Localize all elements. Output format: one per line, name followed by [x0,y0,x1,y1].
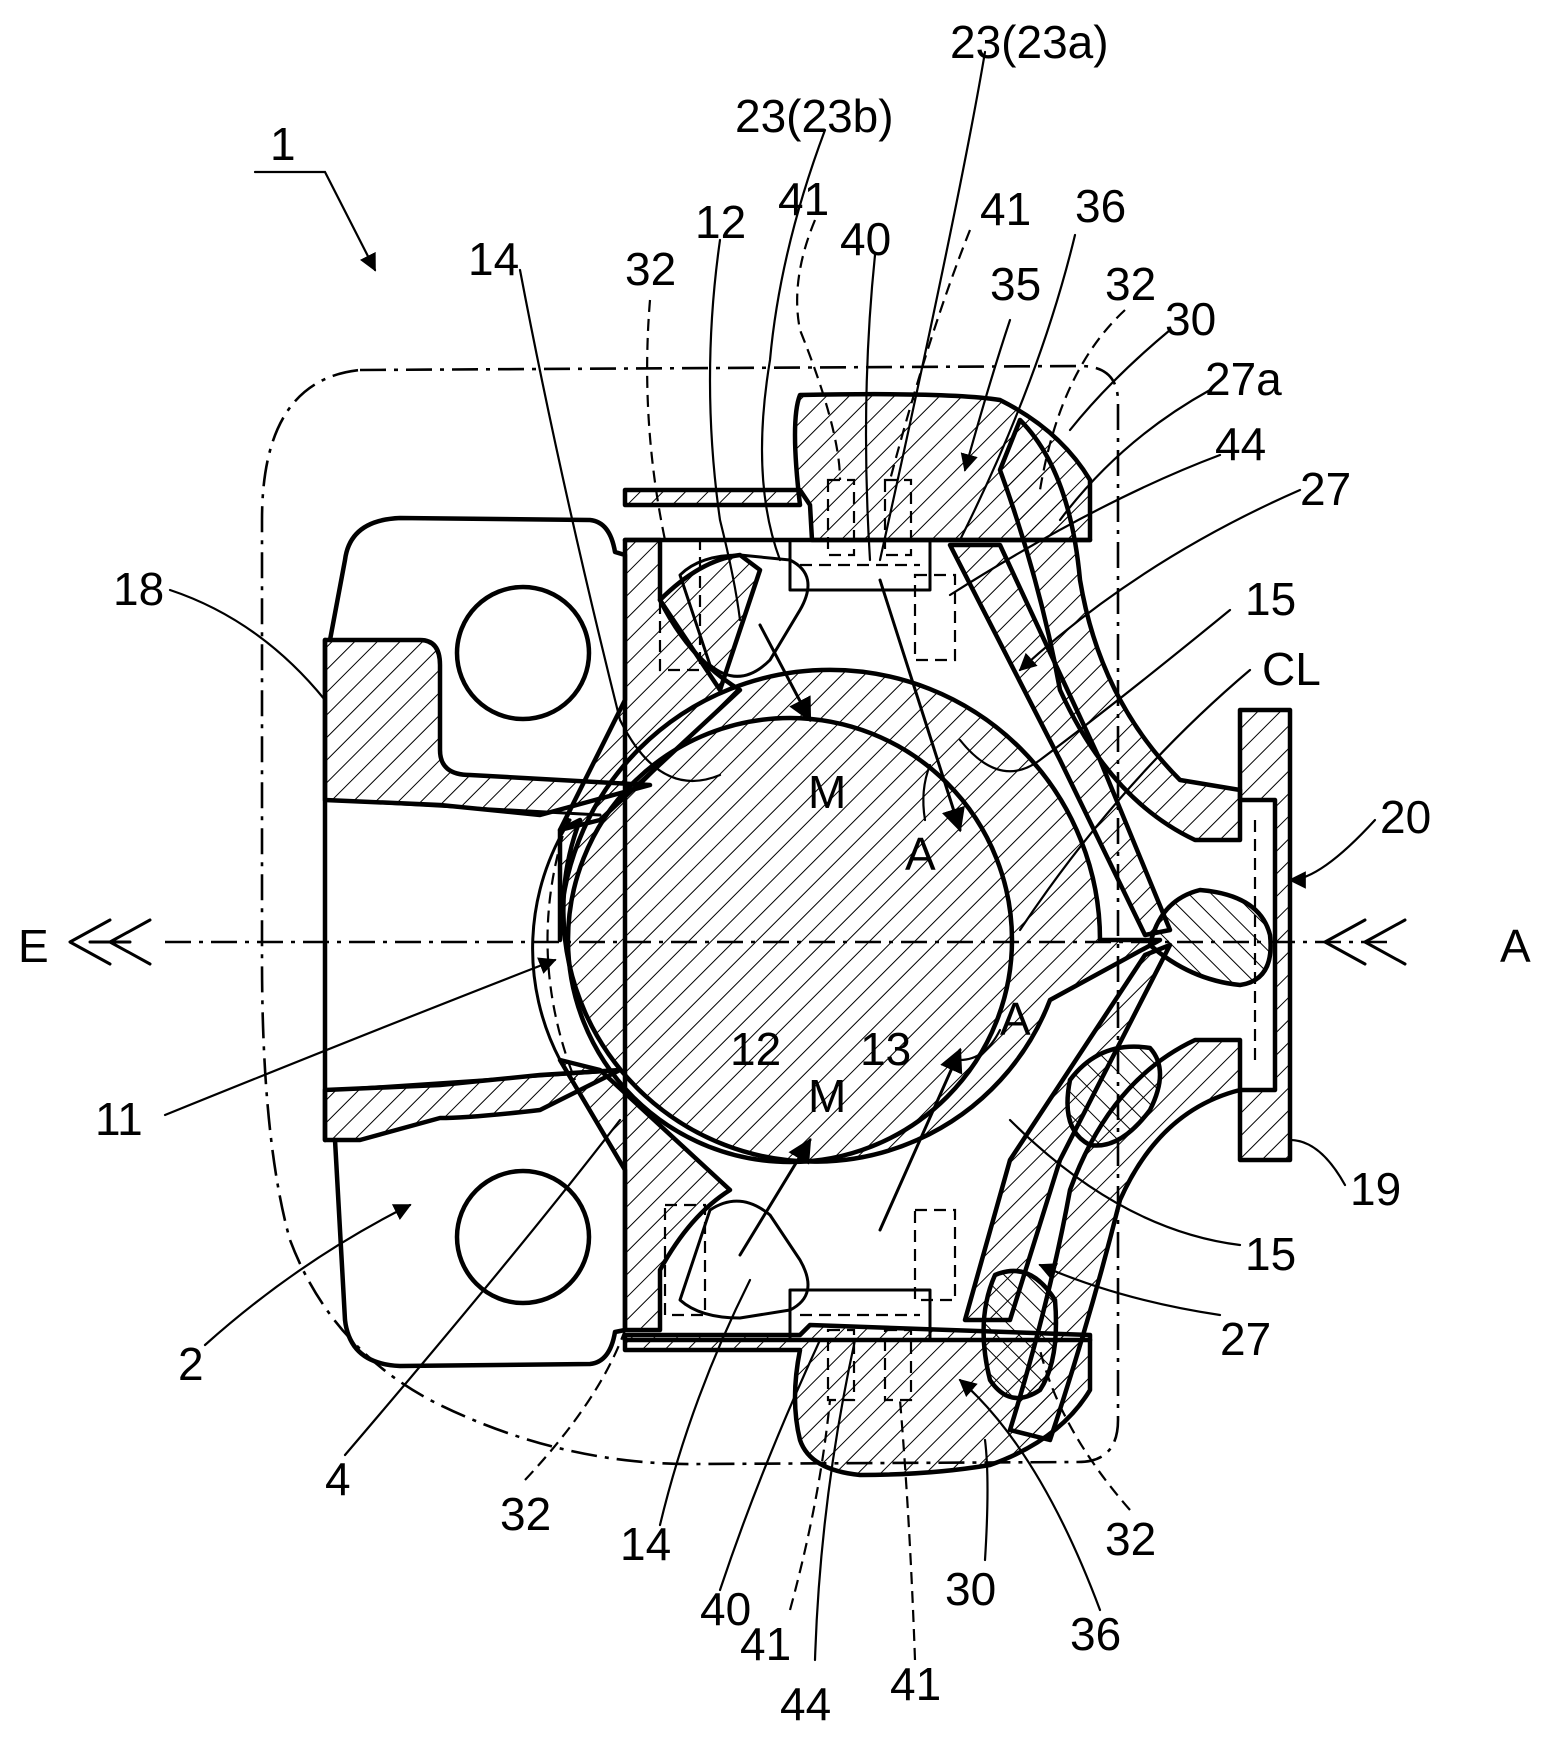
label-36-top: 36 [1075,180,1126,232]
label-13: 13 [860,1023,911,1075]
label-32-tl: 32 [625,243,676,295]
leader-20 [1290,820,1375,880]
label-4: 4 [325,1453,351,1505]
label-27-bot: 27 [1220,1313,1271,1365]
label-20: 20 [1380,791,1431,843]
housing-lower [625,1325,1090,1475]
label-32-bl: 32 [500,1488,551,1540]
label-2: 2 [178,1338,204,1390]
label-44-top: 44 [1215,418,1266,470]
label-27a: 27a [1205,353,1282,405]
hidden-bolt-br [915,1210,955,1300]
label-30-bot: 30 [945,1563,996,1615]
label-a-right: A [1500,920,1531,972]
label-23a: 23(23a) [950,16,1109,68]
boss-right [1150,890,1271,985]
label-e: E [18,920,49,972]
label-41-top2: 41 [980,183,1031,235]
arrow-e [70,920,150,964]
label-cl: CL [1262,643,1321,695]
hidden-bolt-tr [915,575,955,660]
bolt-hole-bottom [457,1171,589,1303]
label-36-bot: 36 [1070,1608,1121,1660]
label-41-bot2: 41 [890,1658,941,1710]
label-1: 1 [270,118,296,170]
label-15-top: 15 [1245,573,1296,625]
label-35: 35 [990,258,1041,310]
bolt-hole-top [457,587,589,719]
label-40-top: 40 [840,213,891,265]
label-41-bot1: 41 [740,1618,791,1670]
leader-1 [255,172,375,270]
label-32-tr: 32 [1105,258,1156,310]
label-30-top: 30 [1165,293,1216,345]
label-a-low: A [1000,993,1031,1045]
label-14-top: 14 [468,233,519,285]
label-18: 18 [113,563,164,615]
label-12-bot: 12 [730,1023,781,1075]
label-14-bot: 14 [620,1518,671,1570]
label-41-top1: 41 [778,173,829,225]
label-27-top: 27 [1300,463,1351,515]
label-12-top: 12 [695,196,746,248]
leader-2 [205,1205,410,1345]
label-15-bot: 15 [1245,1228,1296,1280]
label-11: 11 [95,1093,143,1145]
label-23b: 23(23b) [735,90,894,142]
label-m-top: M [808,766,846,818]
label-m-bot: M [808,1070,846,1122]
leader-18 [170,590,325,700]
leader-19 [1290,1140,1345,1185]
label-19: 19 [1350,1163,1401,1215]
label-a-mid: A [905,828,936,880]
label-32-br: 32 [1105,1513,1156,1565]
label-44-bot: 44 [780,1678,831,1730]
leader-30-top [1070,330,1170,430]
